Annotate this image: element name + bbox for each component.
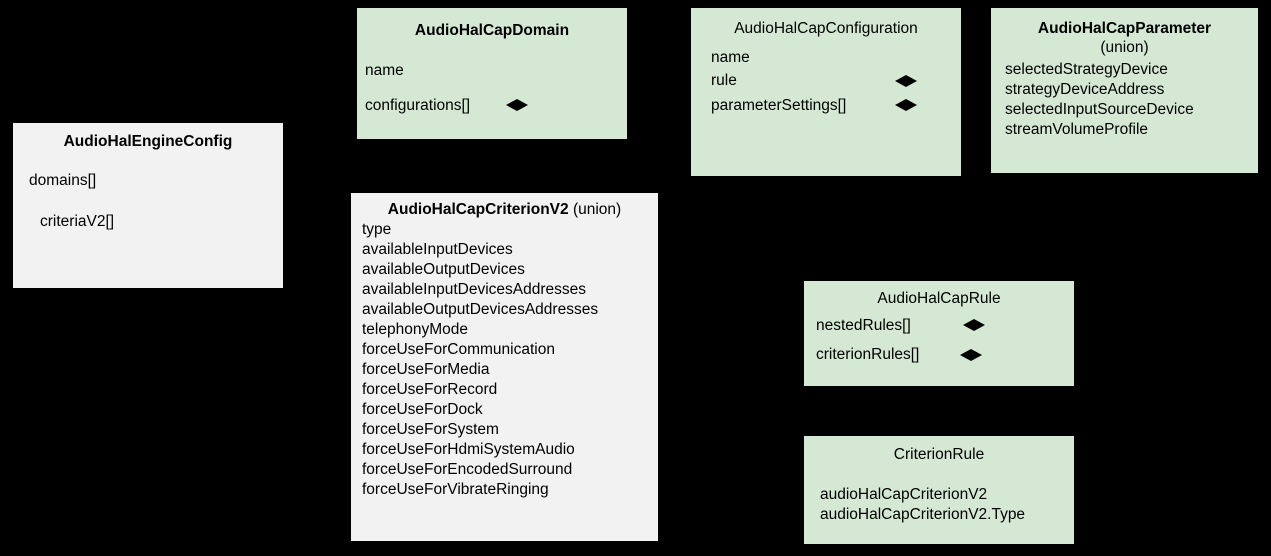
attribute-label-domains: domains[] [29, 172, 97, 189]
attribute-label-rule: rule [711, 72, 737, 89]
attribute-label-forceuseforhdmisystemaudio: forceUseForHdmiSystemAudio [362, 441, 575, 458]
attribute-label-availableoutputdevices: availableOutputDevices [362, 261, 525, 278]
class-box-criterionrule[interactable]: CriterionRule audioHalCapCriterionV2 aud… [804, 436, 1074, 544]
attribute-label-criterionrules: criterionRules[] [816, 346, 920, 363]
attribute-label-selectedinputsourcedevice: selectedInputSourceDevice [1005, 101, 1194, 118]
attribute-row-domains[interactable]: domains[] [29, 171, 96, 191]
attribute-row-parametersettings[interactable]: parameterSettings[] [711, 96, 846, 116]
attribute-label-audiohalcapcriterionv2-type: audioHalCapCriterionV2.Type [820, 506, 1026, 523]
attribute-label-criteriav2: criteriaV2[] [40, 213, 115, 230]
attribute-label-forceuseformedia: forceUseForMedia [362, 361, 490, 378]
attribute-label-domain-name: name [365, 62, 404, 79]
class-title-audiohalcapcriterionv2: AudioHalCapCriterionV2 (union) [351, 200, 658, 219]
attribute-label-forceuseforcommunication: forceUseForCommunication [362, 341, 555, 358]
class-box-audiohalcapcriterionv2[interactable]: AudioHalCapCriterionV2 (union) type avai… [351, 193, 658, 541]
class-box-audiohalcapconfiguration[interactable]: AudioHalCapConfiguration name rule param… [691, 8, 961, 176]
class-box-audiohalcaprule[interactable]: AudioHalCapRule nestedRules[] criterionR… [804, 281, 1074, 386]
class-box-audiohalcapdomain[interactable]: AudioHalCapDomain name configurations[] [357, 8, 627, 139]
class-box-audiohalcapparameter[interactable]: AudioHalCapParameter (union) selectedStr… [991, 8, 1258, 173]
attribute-label-availableinputdevices: availableInputDevices [362, 241, 513, 258]
attribute-label-selectedstrategydevice: selectedStrategyDevice [1005, 61, 1168, 78]
class-title-audiohalcaprule: AudioHalCapRule [877, 290, 1001, 307]
attribute-label-streamvolumeprofile: streamVolumeProfile [1005, 121, 1149, 138]
attribute-label-telephonymode: telephonyMode [362, 321, 468, 338]
class-title-suffix-audiohalcapcriterionv2: (union) [572, 201, 622, 218]
attribute-label-config-name: name [711, 49, 750, 66]
attribute-label-availableinputdevicesaddresses: availableInputDevicesAddresses [362, 281, 587, 298]
class-subtitle-audiohalcapparameter: (union) [1100, 39, 1149, 56]
attribute-row-rule[interactable]: rule [711, 71, 737, 91]
attribute-label-forceuseforencodedsurround: forceUseForEncodedSurround [362, 461, 573, 478]
class-box-audiohalengineconfig[interactable]: AudioHalEngineConfig domains[] criteriaV… [13, 123, 283, 349]
class-title-criterionrule: CriterionRule [893, 446, 985, 463]
attribute-row-criterionrules[interactable]: criterionRules[] [816, 345, 919, 365]
attribute-label-configurations: configurations[] [365, 97, 471, 114]
attribute-row-nestedrules[interactable]: nestedRules[] [816, 316, 911, 336]
attribute-label-forceuseforrecord: forceUseForRecord [362, 381, 498, 398]
attribute-label-nestedrules: nestedRules[] [816, 317, 911, 334]
attribute-row-domain-name[interactable]: name [365, 61, 404, 81]
attribute-label-forceuseforsystem: forceUseForSystem [362, 421, 499, 438]
attribute-label-audiohalcapcriterionv2: audioHalCapCriterionV2 [820, 486, 988, 503]
attribute-row-configurations[interactable]: configurations[] [365, 96, 470, 116]
class-title-audiohalcapconfiguration: AudioHalCapConfiguration [734, 20, 918, 37]
attribute-label-availableoutputdevicesaddresses: availableOutputDevicesAddresses [362, 301, 599, 318]
attribute-label-type: type [362, 221, 392, 238]
attribute-label-strategydeviceaddress: strategyDeviceAddress [1005, 81, 1165, 98]
attribute-label-parametersettings: parameterSettings[] [711, 97, 847, 114]
class-title-audiohalcapparameter: AudioHalCapParameter [1037, 20, 1212, 37]
attribute-label-forceusefordock: forceUseForDock [362, 401, 483, 418]
attribute-label-forceuseforvibrateringing: forceUseForVibrateRinging [362, 481, 549, 498]
class-title-audiohalcapdomain: AudioHalCapDomain [414, 22, 570, 39]
attribute-row-criteriav2[interactable]: criteriaV2[] [40, 212, 114, 232]
class-title-audiohalengineconfig: AudioHalEngineConfig [63, 133, 233, 150]
attribute-row-config-name[interactable]: name [711, 48, 750, 68]
class-title-text-audiohalcapcriterionv2: AudioHalCapCriterionV2 [387, 201, 569, 218]
